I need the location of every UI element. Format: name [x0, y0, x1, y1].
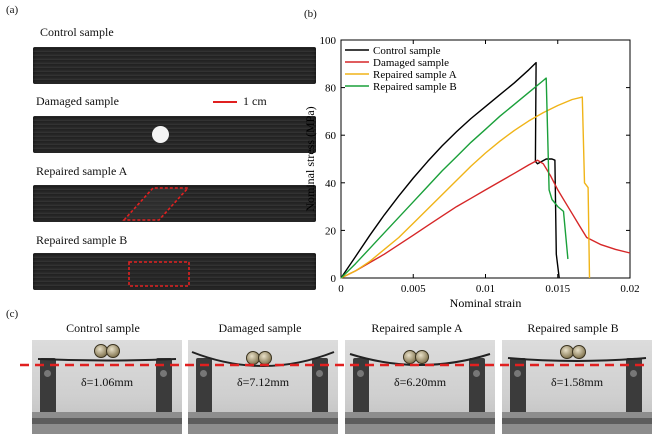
scale-bar: [213, 101, 237, 103]
deflection-value-control: δ=1.06mm: [80, 375, 134, 389]
y-tick-label: 20: [325, 225, 337, 237]
x-axis-label: Nominal strain: [450, 296, 522, 310]
photo-title-damaged: Damaged sample: [218, 321, 302, 335]
legend-label: Repaired sample A: [373, 69, 457, 81]
y-tick-label: 60: [325, 130, 337, 142]
sample-label-control: Control sample: [40, 25, 114, 39]
x-tick-label: 0.01: [476, 283, 495, 295]
x-tick-label: 0.005: [401, 283, 426, 295]
bending-photo-repaired-b: δ=1.58mm: [502, 340, 652, 434]
y-tick-label: 40: [325, 178, 337, 190]
series-line-1: [340, 61, 560, 279]
repair-patch-b-outline: [128, 261, 190, 287]
bending-photo-control: δ=1.06mm: [32, 340, 182, 434]
sample-label-damaged: Damaged sample: [36, 94, 119, 108]
panel-label-c: (c): [6, 308, 19, 320]
x-tick-label: 0.02: [620, 283, 639, 295]
scale-bar-label: 1 cm: [243, 94, 267, 108]
y-tick-label: 80: [325, 83, 337, 95]
reference-dashed-line: [20, 363, 646, 367]
damage-hole: [152, 126, 169, 143]
deflection-value-repaired-a: δ=6.20mm: [393, 375, 447, 389]
series-line-3: [340, 96, 591, 279]
repair-patch-a-outline: [122, 187, 190, 221]
x-tick-label: 0: [338, 283, 344, 295]
legend-label: Damaged sample: [373, 57, 449, 69]
y-tick-label: 0: [331, 273, 337, 285]
sample-label-repaired-a: Repaired sample A: [36, 164, 128, 178]
sample-label-repaired-b: Repaired sample B: [36, 233, 128, 247]
bending-photo-repaired-a: δ=6.20mm: [345, 340, 495, 434]
photo-title-control: Control sample: [66, 321, 140, 335]
panel-label-a: (a): [6, 4, 19, 16]
control-sample-strip: [33, 47, 316, 84]
damaged-sample-strip: [33, 116, 316, 153]
legend-label: Repaired sample B: [373, 81, 457, 93]
bending-photo-damaged: δ=7.12mm: [188, 340, 338, 434]
photo-title-repaired-a: Repaired sample A: [371, 321, 463, 335]
photo-title-repaired-b: Repaired sample B: [527, 321, 619, 335]
deflection-value-repaired-b: δ=1.58mm: [550, 375, 604, 389]
legend-label: Control sample: [373, 45, 441, 57]
repaired-a-sample-strip: [33, 185, 316, 222]
repaired-b-sample-strip: [33, 253, 316, 290]
panel-label-b: (b): [304, 8, 317, 20]
series-line-4: [340, 77, 569, 279]
y-tick-label: 100: [320, 35, 337, 47]
x-tick-label: 0.015: [545, 283, 570, 295]
y-axis-label: Nominal stress (MPa): [303, 106, 317, 211]
deflection-value-damaged: δ=7.12mm: [236, 375, 290, 389]
series-line-2: [340, 159, 631, 279]
